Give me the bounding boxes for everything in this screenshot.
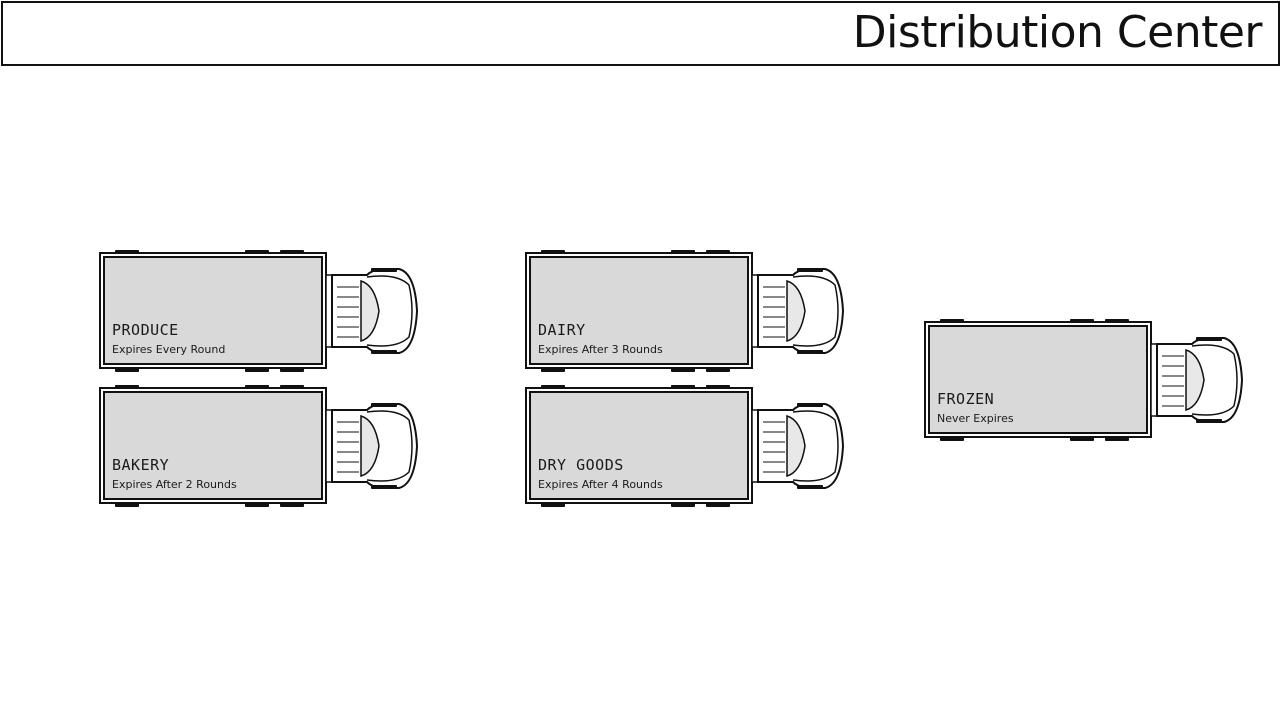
- truck-name: DAIRY: [538, 321, 586, 339]
- truck-icon: [99, 385, 419, 507]
- truck-expiry: Expires Every Round: [112, 343, 226, 356]
- truck-name: BAKERY: [112, 456, 170, 474]
- truck-expiry: Never Expires: [937, 412, 1014, 425]
- truck-icon: [525, 250, 845, 372]
- truck-icon: [525, 385, 845, 507]
- truck-expiry: Expires After 3 Rounds: [538, 343, 663, 356]
- page-title: Distribution Center: [852, 7, 1263, 58]
- truck-icon: [924, 319, 1244, 441]
- truck-produce[interactable]: PRODUCE Expires Every Round: [99, 250, 419, 372]
- truck-bakery[interactable]: BAKERY Expires After 2 Rounds: [99, 385, 419, 507]
- truck-dry-goods[interactable]: DRY GOODS Expires After 4 Rounds: [525, 385, 845, 507]
- title-bar: Distribution Center: [1, 1, 1280, 66]
- truck-icon: [99, 250, 419, 372]
- truck-expiry: Expires After 2 Rounds: [112, 478, 237, 491]
- truck-name: FROZEN: [937, 390, 995, 408]
- truck-expiry: Expires After 4 Rounds: [538, 478, 663, 491]
- truck-frozen[interactable]: FROZEN Never Expires: [924, 319, 1244, 441]
- truck-name: DRY GOODS: [538, 456, 624, 474]
- truck-dairy[interactable]: DAIRY Expires After 3 Rounds: [525, 250, 845, 372]
- truck-name: PRODUCE: [112, 321, 179, 339]
